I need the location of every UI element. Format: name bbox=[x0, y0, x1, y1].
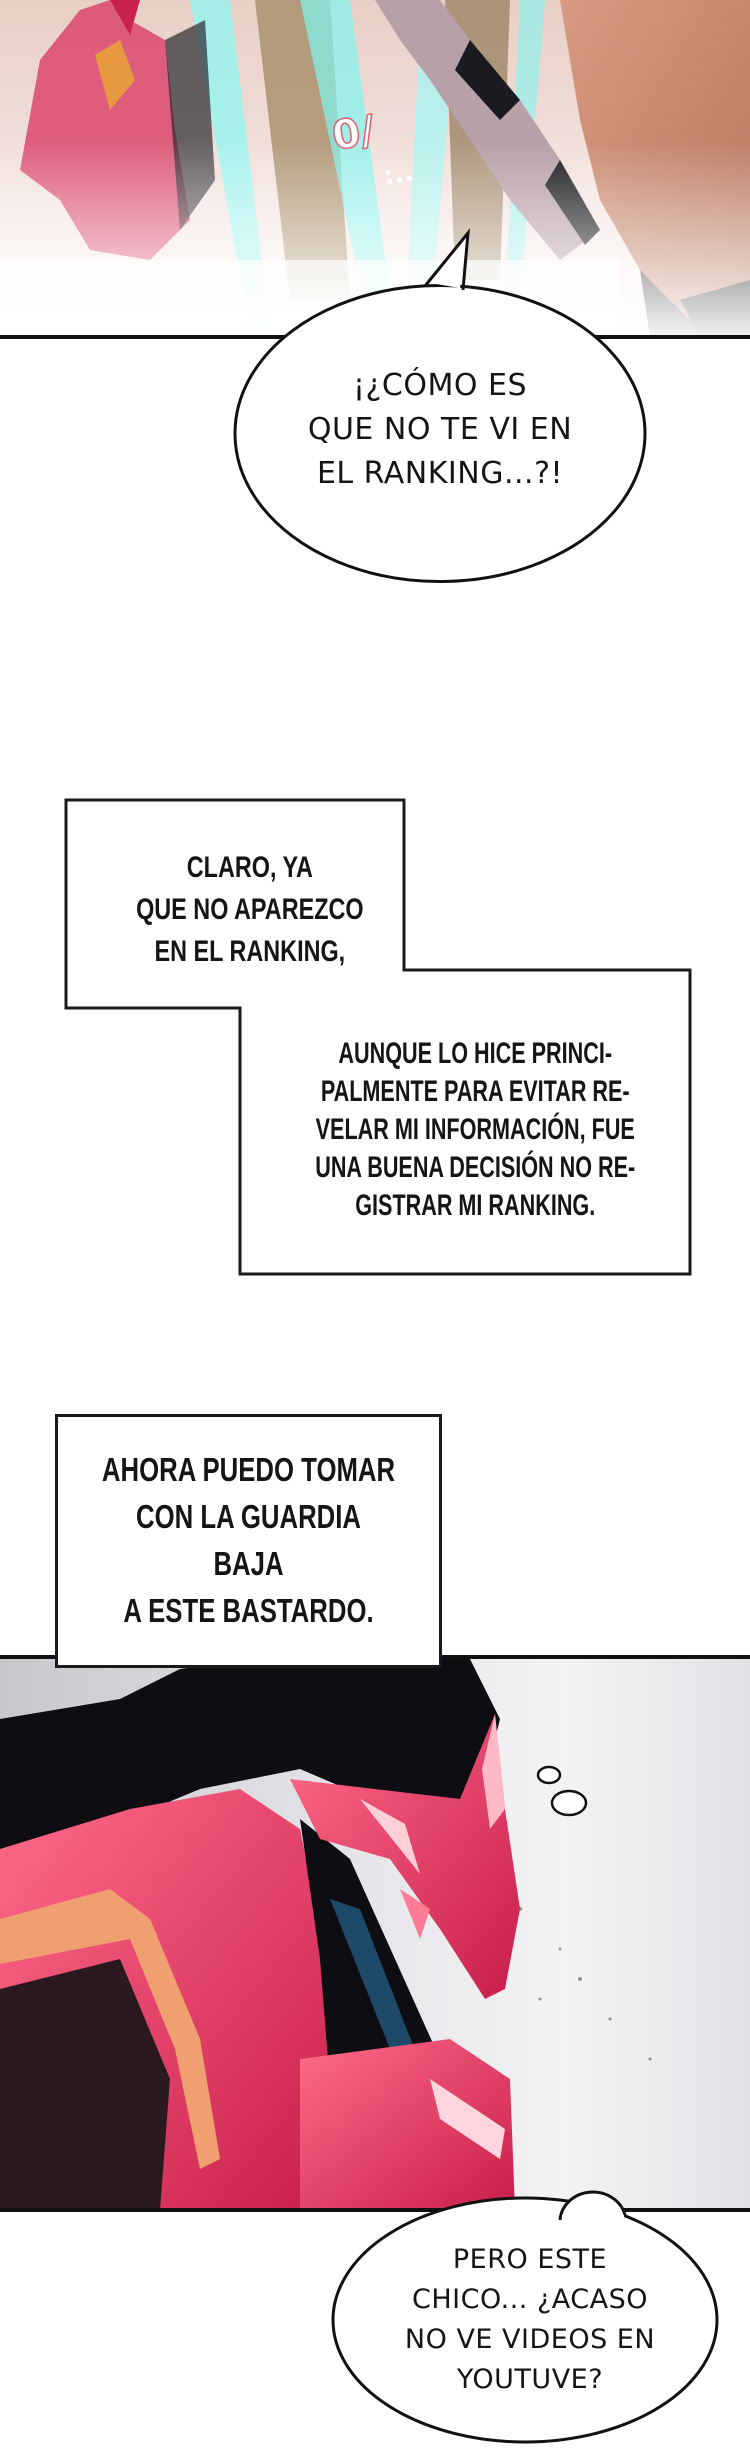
action-scene-art: 0/ :.. bbox=[0, 0, 750, 337]
thought-bubble bbox=[331, 2190, 719, 2444]
comic-panel-action: 0/ :.. bbox=[0, 0, 750, 337]
caption-box-stepped bbox=[64, 798, 692, 1276]
caption-text-3: AHORA PUEDO TOMAR CON LA GUARDIA BAJA A … bbox=[101, 1451, 396, 1629]
demon-armored-figure-art bbox=[0, 1659, 652, 2210]
caption-text-1: CLARO, YA QUE NO APAREZCO EN EL RANKING, bbox=[136, 851, 364, 968]
thought-bubble-small bbox=[536, 1765, 562, 1785]
thought-bubble-text: PERO ESTE CHICO... ¿ACASO NO VE VIDEOS E… bbox=[404, 2244, 656, 2395]
caption-box-3 bbox=[55, 1414, 442, 1668]
thought-bubble-medium bbox=[550, 1789, 588, 1817]
speech-bubble-text: ¡¿CÓMO ES QUE NO TE VI EN EL RANKING...?… bbox=[307, 368, 573, 491]
speech-bubble bbox=[233, 228, 647, 583]
comic-panel-demon-portrait bbox=[0, 1659, 750, 2210]
caption-text-2: AUNQUE LO HICE PRINCI- PALMENTE PARA EVI… bbox=[314, 1037, 636, 1222]
panel-border bbox=[0, 2208, 750, 2212]
